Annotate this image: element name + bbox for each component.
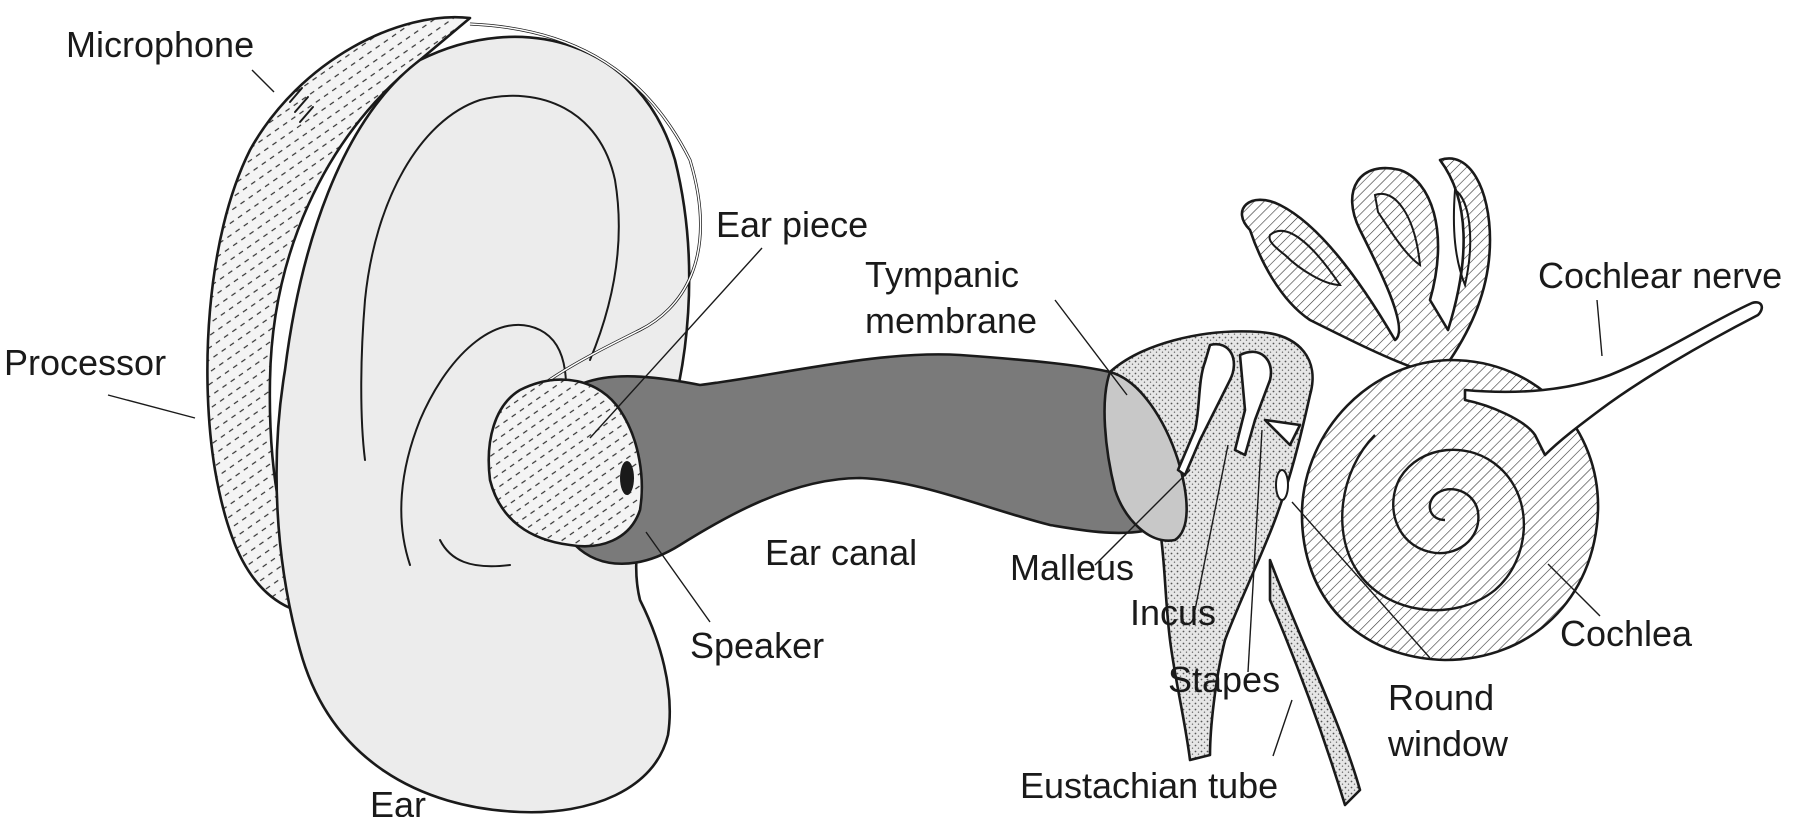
label-round-window-1: Round [1388, 677, 1494, 718]
label-cochlea: Cochlea [1560, 613, 1693, 654]
label-processor: Processor [4, 342, 166, 383]
round-window [1276, 470, 1288, 500]
label-round-window-2: window [1387, 723, 1509, 764]
label-ear-canal: Ear canal [765, 532, 917, 573]
label-cochlear-nerve: Cochlear nerve [1538, 255, 1782, 296]
label-ear-piece: Ear piece [716, 204, 868, 245]
label-tympanic-membrane-1: Tympanic [865, 254, 1019, 295]
label-eustachian-tube: Eustachian tube [1020, 765, 1278, 806]
label-speaker: Speaker [690, 625, 824, 666]
label-ear: Ear [370, 784, 426, 817]
label-tympanic-membrane-2: membrane [865, 300, 1037, 341]
label-malleus: Malleus [1010, 547, 1134, 588]
label-microphone: Microphone [66, 24, 254, 65]
speaker-port [620, 461, 634, 495]
label-stapes: Stapes [1168, 659, 1280, 700]
label-incus: Incus [1130, 592, 1216, 633]
